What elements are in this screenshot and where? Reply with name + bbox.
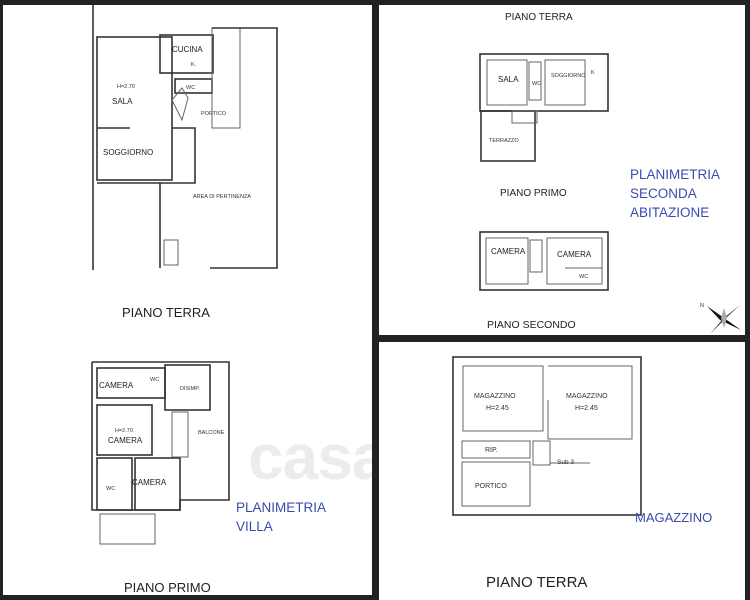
room-height-label: H=2.45 [486,405,509,412]
villa-floorplan-panel: CUCINA K. H=2.70 SALA WC PORTICO SOGGIOR… [3,5,372,595]
room-label-area-pertinenza: AREA DI PERTINENZA [193,194,251,200]
second-home-first-title: PIANO PRIMO [500,188,567,199]
room-height-label: H=2.70 [115,428,133,434]
warehouse-drawing: MAGAZZINO H=2.45 MAGAZZINO H=2.45 RIP. P… [452,356,712,591]
room-label-k: K. [191,62,197,68]
caption-seconda: SECONDA [630,186,697,201]
room-label-camera: CAMERA [132,478,167,487]
caption-abitazione: ABITAZIONE [630,205,709,220]
room-label-soggiorno: SOGGIORNO [103,148,153,157]
caption-magazzino: MAGAZZINO [635,510,712,525]
second-home-ground-title: PIANO TERRA [505,12,573,23]
second-home-second-title: PIANO SECONDO [487,319,576,331]
room-label-camera: CAMERA [108,436,143,445]
warehouse-title: PIANO TERRA [486,574,587,591]
room-label-balcone: BALCONE [198,430,225,436]
room-label-wc: WC [150,377,159,383]
room-label-sala: SALA [112,97,133,106]
watermark-logo: casa.it [248,421,372,493]
room-label-camera: CAMERA [491,247,526,256]
room-height-label: H=2.70 [117,84,135,90]
caption-planimetria: PLANIMETRIA [236,500,326,515]
compass-rose-icon: N [700,303,741,334]
room-label-portico: PORTICO [201,111,227,117]
room-label-ripostiglio: RIP. [485,447,498,454]
villa-ground-title: PIANO TERRA [122,305,210,320]
villa-first-floor-plan [91,361,230,545]
room-label-camera: CAMERA [99,381,134,390]
second-home-second-plan [479,231,609,291]
villa-first-title: PIANO PRIMO [124,580,211,595]
room-label-camera: CAMERA [557,250,592,259]
villa-plans-drawing: CUCINA K. H=2.70 SALA WC PORTICO SOGGIOR… [91,5,326,595]
warehouse-plan [452,356,642,516]
room-label-wc: WC [532,81,541,87]
room-label-magazzino: MAGAZZINO [474,393,516,400]
warehouse-panel: MAGAZZINO H=2.45 MAGAZZINO H=2.45 RIP. P… [379,342,745,600]
second-home-drawing: PIANO TERRA SALA WC SOGGIORNO K TERRAZZO… [479,12,741,334]
room-label-sala: SALA [498,75,519,84]
room-label-k: K [591,70,595,76]
caption-planimetria: PLANIMETRIA [630,167,720,182]
second-home-ground-plan [479,53,609,162]
room-label-wc: WC [579,274,588,280]
room-height-label: H=2.45 [575,405,598,412]
room-label-wc: WC [186,85,195,91]
compass-north-label: N [700,303,704,309]
room-label-wc: WC [106,486,115,492]
room-label-portico: PORTICO [475,483,507,490]
room-label-terrazzo: TERRAZZO [489,138,519,144]
room-label-soggiorno: SOGGIORNO [551,73,586,79]
second-home-panel: PIANO TERRA SALA WC SOGGIORNO K TERRAZZO… [379,5,745,335]
villa-ground-floor-plan [92,5,278,270]
room-label-cucina: CUCINA [172,45,203,54]
caption-villa: VILLA [236,519,273,534]
room-label-magazzino: MAGAZZINO [566,393,608,400]
sub-label: Sub 3 [557,459,574,466]
room-label-disimpegno: DISIMP. [180,386,200,392]
